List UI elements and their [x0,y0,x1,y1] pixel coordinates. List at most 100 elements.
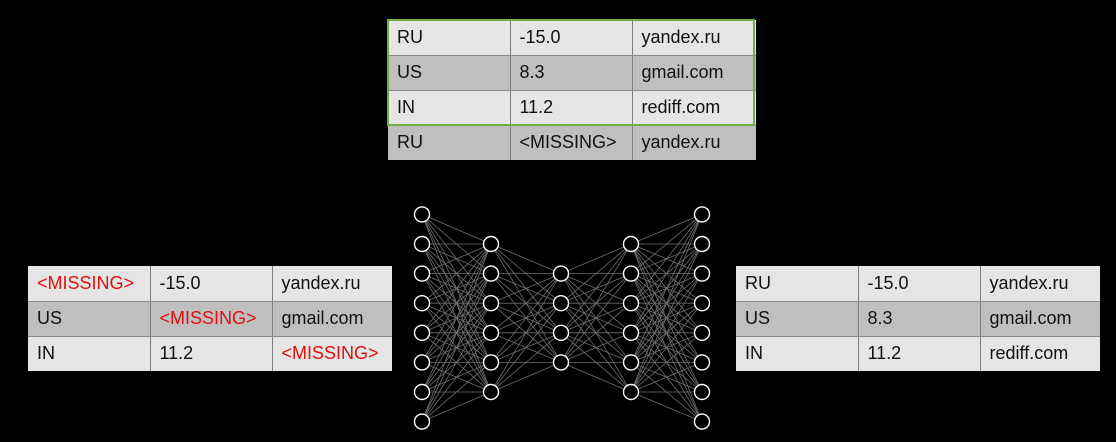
network-node [413,206,431,223]
network-node [413,295,431,312]
value-cell: 8.3 [858,301,981,337]
network-node [693,235,711,253]
network-node [482,265,500,282]
value-cell: 11.2 [150,336,273,371]
network-edge [421,243,492,304]
network-node [413,354,431,371]
network-edge [490,362,562,393]
network-node [552,324,570,341]
network-node [693,206,711,223]
network-edge [630,302,703,393]
network-edge [560,362,632,393]
network-edge [421,243,492,393]
input-data-table: <MISSING> -15.0 yandex.ru US <MISSING> g… [28,266,392,371]
domain-cell: yandex.ru [980,266,1100,302]
network-edge [490,273,562,304]
country-cell: IN [388,90,511,126]
network-edge [630,214,703,304]
network-edge [421,214,492,245]
network-node [622,265,640,282]
table-row: IN 11.2 rediff.com [736,336,1100,371]
network-node [693,413,711,430]
network-edge [421,243,492,274]
network-node [482,354,500,371]
network-edge [560,243,632,304]
network-edge [630,214,703,274]
network-edge [421,273,492,422]
network-edge [630,243,703,393]
network-node [693,354,711,371]
country-cell: RU [388,20,511,56]
table-row: US 8.3 gmail.com [388,55,756,91]
table-row: IN 11.2 rediff.com [388,90,756,126]
value-cell: 11.2 [510,90,633,126]
network-node [413,235,431,253]
network-node [622,235,640,253]
value-cell: -15.0 [150,266,273,302]
network-node [693,295,711,312]
network-edge [630,362,703,393]
network-edge [421,391,492,422]
value-cell: 8.3 [510,55,633,91]
network-node [482,235,500,253]
network-node [413,413,431,430]
network-edge [490,243,562,274]
top-data-table: RU -15.0 yandex.ru US 8.3 gmail.com IN 1… [388,20,756,160]
network-edge [630,214,703,393]
network-edge [490,332,562,393]
network-node [693,383,711,401]
network-node [482,295,500,312]
network-edge [421,243,492,334]
domain-cell: gmail.com [980,301,1100,337]
value-cell: -15.0 [510,20,633,56]
network-node [413,383,431,401]
table-row: RU <MISSING> yandex.ru [388,125,756,160]
network-edge [560,243,632,274]
table-row: IN 11.2 <MISSING> [28,336,392,371]
table-row: <MISSING> -15.0 yandex.ru [28,266,392,302]
network-edge [630,332,703,393]
network-edge [560,243,632,363]
domain-cell: yandex.ru [632,125,756,160]
table-row: RU -15.0 yandex.ru [388,20,756,56]
network-node [622,324,640,341]
table-row: RU -15.0 yandex.ru [736,266,1100,302]
network-edge [630,214,703,363]
network-edge [560,302,632,363]
domain-cell: gmail.com [272,301,392,337]
network-edge [630,214,703,245]
domain-cell: rediff.com [632,90,756,126]
network-edge [560,273,632,363]
network-node [552,265,570,282]
country-cell: RU [388,125,511,160]
domain-cell: <MISSING> [272,336,392,371]
output-data-table: RU -15.0 yandex.ru US 8.3 gmail.com IN 1… [736,266,1100,371]
network-node [622,295,640,312]
table-row: US 8.3 gmail.com [736,301,1100,337]
value-cell: <MISSING> [510,125,633,160]
network-edge [490,273,562,363]
network-node [482,324,500,341]
network-edge [490,273,562,334]
network-node [413,324,431,341]
country-cell: IN [28,336,151,371]
country-cell: US [736,301,859,337]
network-edge [490,302,562,393]
network-node [622,354,640,371]
country-cell: <MISSING> [28,266,151,302]
network-edge [490,273,562,393]
network-node [622,383,640,401]
network-node [693,324,711,341]
domain-cell: yandex.ru [272,266,392,302]
domain-cell: gmail.com [632,55,756,91]
table-row: US <MISSING> gmail.com [28,301,392,337]
network-node [482,383,500,401]
value-cell: 11.2 [858,336,981,371]
network-edge [421,302,492,422]
country-cell: IN [736,336,859,371]
network-edge [560,243,632,334]
network-edge [421,362,492,422]
network-edge [630,391,703,422]
value-cell: <MISSING> [150,301,273,337]
